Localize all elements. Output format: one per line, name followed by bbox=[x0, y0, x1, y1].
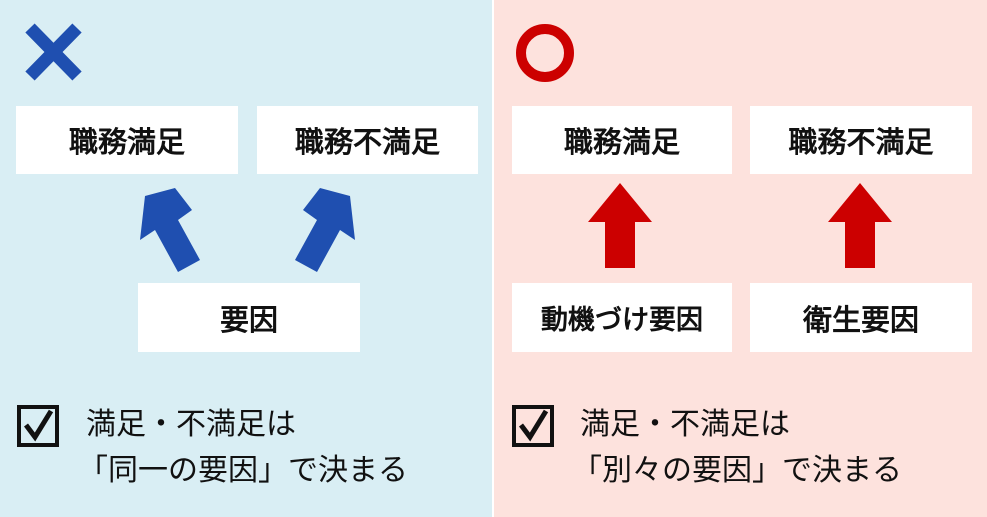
note-line1: 満足・不満足は bbox=[86, 407, 296, 442]
correct-panel bbox=[494, 0, 987, 517]
divider bbox=[492, 0, 494, 517]
motivator-factor-box: 動機づけ要因 bbox=[512, 283, 732, 352]
arrow-up-left-icon bbox=[140, 188, 200, 272]
note-line2: 「同一の要因」で決まる bbox=[78, 453, 408, 488]
job-dissatisfaction-box: 職務不満足 bbox=[257, 106, 478, 174]
hygiene-factor-box: 衛生要因 bbox=[750, 283, 972, 352]
checkbox-checked-icon bbox=[17, 405, 59, 447]
note-line2: 「別々の要因」で決まる bbox=[572, 453, 902, 488]
checkbox-checked-icon bbox=[512, 405, 554, 447]
cross-icon bbox=[25, 23, 82, 81]
job-satisfaction-box: 職務満足 bbox=[16, 106, 238, 174]
arrow-up-icon bbox=[588, 183, 652, 268]
arrow-up-icon bbox=[828, 183, 892, 268]
incorrect-panel bbox=[0, 0, 492, 517]
arrow-up-right-icon bbox=[295, 188, 355, 272]
job-dissatisfaction-box: 職務不満足 bbox=[750, 106, 972, 174]
note-line1: 満足・不満足は bbox=[580, 407, 790, 442]
job-satisfaction-box: 職務満足 bbox=[512, 106, 732, 174]
circle-icon bbox=[516, 24, 574, 82]
factor-box: 要因 bbox=[138, 283, 360, 352]
